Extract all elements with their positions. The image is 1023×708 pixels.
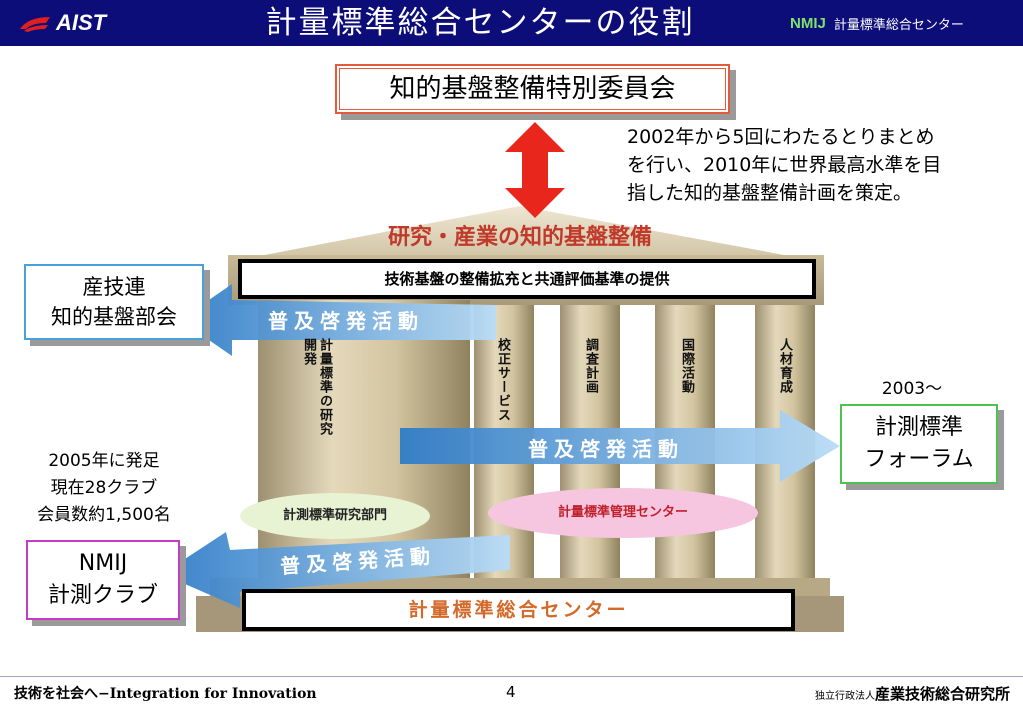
base-label: 計量標準総合センター [242, 589, 795, 631]
sangiren-line: 知的基盤部会 [51, 305, 177, 329]
forum-year: 2003〜 [881, 379, 943, 399]
club-line: 計測クラブ [47, 583, 158, 608]
footer-org: 独立行政法人産業技術総合研究所 [770, 683, 1010, 704]
footer-divider [0, 676, 1023, 677]
column-label-international: 国際活動 [679, 338, 694, 394]
nmij-logo-label: 計量標準総合センター [833, 17, 964, 33]
forum-line: 計測標準 [874, 415, 963, 440]
beam-label: 技術基盤の整備拡充と共通評価基準の提供 [238, 259, 816, 299]
page-title: 計量標準総合センターの役割 [265, 5, 695, 41]
forum-box: 計測標準 フォーラム [840, 404, 998, 484]
red-double-arrow [505, 122, 565, 218]
committee-note: 2002年から5回にわたるとりまとめ を行い、2010年に世界最高水準を目 指し… [627, 123, 1017, 207]
forum-line: フォーラム [864, 447, 974, 472]
building-roof [228, 206, 822, 262]
committee-box: 知的基盤整備特別委員会 [335, 64, 730, 114]
nmij-logo: NMIJ 計量標準総合センター [790, 8, 964, 38]
committee-note-line: 指した知的基盤整備計画を策定。 [627, 182, 913, 204]
column-label-research: 計量標準の研究開発 [301, 338, 332, 436]
nmij-logo-mark: NMIJ [790, 14, 826, 32]
aist-logo-text: AIST [56, 10, 107, 35]
sangiren-box: 産技連 知的基盤部会 [24, 264, 204, 340]
arrow-outreach-top [180, 284, 496, 356]
aist-logo-icon [20, 17, 50, 32]
committee-note-line: を行い、2010年に世界最高水準を目 [627, 154, 942, 176]
page-number: 4 [506, 683, 516, 701]
club-note-line: 2005年に発足 [48, 451, 160, 471]
footer-org-prefix: 独立行政法人 [814, 691, 875, 702]
oval-management-center: 計量標準管理センター [488, 488, 758, 538]
aist-logo: AIST [18, 8, 106, 38]
footer-slogan: 技術を社会へ−Integration for Innovation [14, 686, 317, 702]
club-note-line: 会員数約1,500名 [37, 505, 171, 525]
oval-research-division: 計測標準研究部門 [240, 493, 430, 539]
column-label-survey: 調査計画 [583, 338, 598, 394]
committee-note-line: 2002年から5回にわたるとりまとめ [627, 126, 935, 148]
club-note-line: 現在28クラブ [50, 478, 158, 498]
sangiren-line: 産技連 [82, 275, 146, 299]
footer-org-name: 産業技術総合研究所 [874, 685, 1010, 703]
column-label-hr: 人材育成 [777, 338, 792, 394]
club-note: 2005年に発足 現在28クラブ 会員数約1,500名 [14, 448, 194, 529]
arrow-label-top: 普及啓発活動 [268, 309, 424, 333]
club-box: NMIJ 計測クラブ [26, 540, 180, 620]
roof-label: 研究・産業の知的基盤整備 [387, 225, 652, 250]
column-label-calibration: 校正サービス [495, 338, 510, 422]
club-line: NMIJ [78, 551, 128, 576]
arrow-outreach-middle [400, 410, 840, 482]
header-bar [0, 0, 1023, 46]
arrow-label-middle: 普及啓発活動 [528, 437, 684, 461]
